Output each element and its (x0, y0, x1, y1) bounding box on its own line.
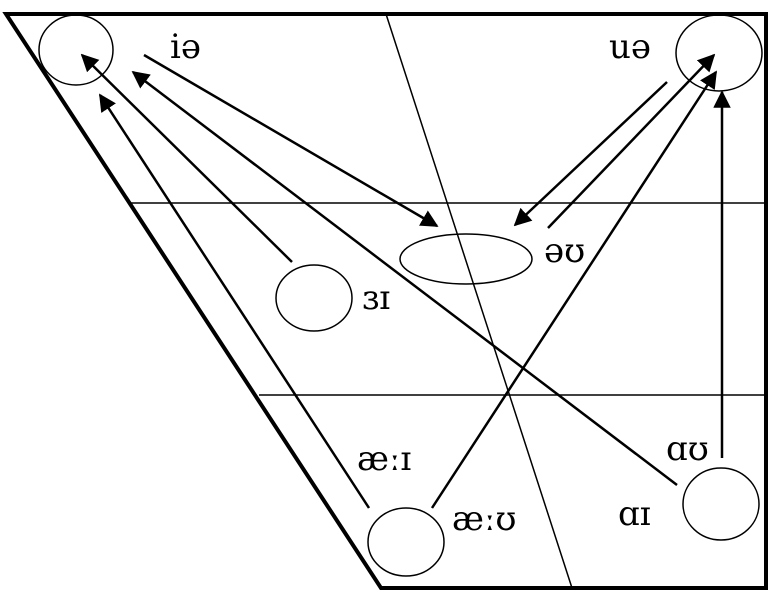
arrow-aei-to-top-left (98, 93, 371, 509)
label-aeu: æːʊ (452, 499, 517, 539)
label-ia: iə (170, 27, 201, 67)
arrow-ia-to-center (143, 53, 439, 228)
arrow-oi-to-top-left (80, 53, 293, 263)
label-aei: æːɪ (357, 439, 411, 479)
arrow-ua-to-center (513, 81, 668, 227)
circle-top-left (38, 14, 114, 86)
label-av: ɑʊ (666, 429, 709, 469)
label-ua: uə (609, 27, 651, 67)
label-au: əʊ (544, 231, 585, 271)
circle-bottom-left (367, 507, 445, 577)
arrow-aeu-to-top-right (430, 70, 718, 509)
circle-bottom-right (682, 467, 760, 541)
arrow-ai-to-top-left (131, 70, 678, 486)
ellipse-center (399, 233, 533, 285)
label-ai: ɑɪ (618, 494, 651, 534)
circle-mid-left (275, 264, 353, 332)
vowel-quadrilateral (2, 12, 768, 590)
arrow-center-to-top-right (547, 53, 716, 229)
center-guide-line (385, 13, 573, 589)
label-oi: ɜɪ (362, 278, 390, 318)
